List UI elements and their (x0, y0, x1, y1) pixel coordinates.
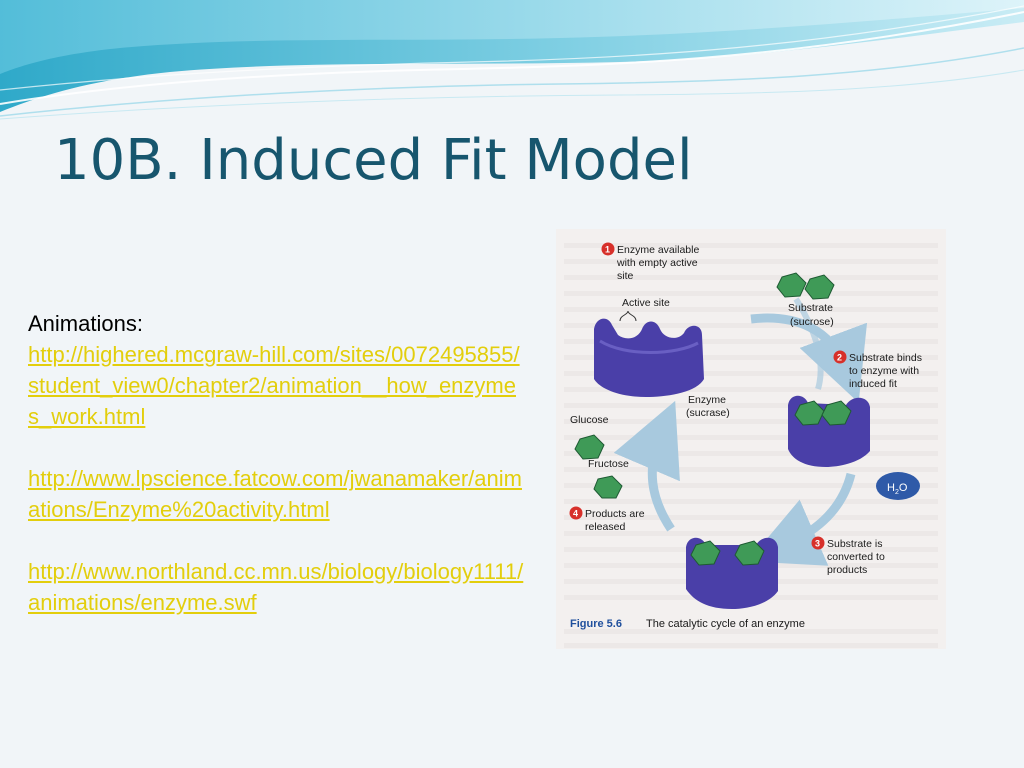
step-3: 3 Substrate is converted to products (811, 536, 885, 576)
glucose-label: Glucose (570, 414, 609, 426)
svg-text:to enzyme with: to enzyme with (849, 365, 919, 377)
substrate-entry-arrow (793, 297, 824, 390)
enzyme-products-shape (686, 537, 778, 609)
step-1: 1 Enzyme available with empty active sit… (601, 242, 699, 282)
figure-number: Figure 5.6 (570, 618, 622, 630)
substrate-label: Substrate (788, 302, 833, 314)
svg-text:2: 2 (837, 353, 842, 363)
cycle-arrow-3-to-4 (613, 400, 680, 532)
svg-text:4: 4 (573, 509, 578, 519)
active-site-bracket (619, 310, 637, 322)
svg-text:products: products (827, 564, 867, 576)
svg-text:1: 1 (605, 245, 610, 255)
substrate-name-label: (sucrose) (790, 316, 834, 328)
svg-text:Enzyme available: Enzyme available (617, 244, 699, 256)
svg-text:with empty active: with empty active (616, 257, 698, 269)
animation-link-northland[interactable]: http://www.northland.cc.mn.us/biology/bi… (28, 559, 524, 615)
step-2: 2 Substrate binds to enzyme with induced… (833, 350, 922, 390)
svg-text:released: released (585, 521, 625, 533)
enzyme-name-label: (sucrase) (686, 407, 730, 419)
spacer (28, 525, 526, 556)
step-4: 4 Products are released (569, 506, 645, 533)
animation-links-block: Animations: http://highered.mcgraw-hill.… (28, 308, 526, 618)
water-molecule: H2O (876, 472, 920, 500)
enzyme-bound-shape (788, 395, 870, 467)
glucose-molecule (574, 434, 605, 460)
svg-text:3: 3 (815, 539, 820, 549)
svg-text:Substrate binds: Substrate binds (849, 352, 922, 364)
svg-text:site: site (617, 270, 634, 282)
spacer (28, 432, 526, 463)
animation-link-mcgraw-hill[interactable]: http://highered.mcgraw-hill.com/sites/00… (28, 342, 520, 429)
wave-header-decoration (0, 0, 1024, 120)
enzyme-label: Enzyme (688, 394, 726, 406)
figure-caption-text: The catalytic cycle of an enzyme (646, 618, 805, 630)
animation-link-lpscience[interactable]: http://www.lpscience.fatcow.com/jwanamak… (28, 466, 522, 522)
enzyme-cycle-figure: H2O Active site Substrate (sucrose) (556, 229, 946, 649)
fructose-molecule (593, 475, 623, 499)
slide-title: 10B. Induced Fit Model (54, 128, 693, 193)
svg-text:converted to: converted to (827, 551, 885, 563)
svg-text:induced fit: induced fit (849, 378, 897, 390)
catalytic-cycle-diagram: H2O Active site Substrate (sucrose) (569, 242, 922, 630)
cycle-arrow-2-to-3 (747, 472, 856, 566)
enzyme-empty-shape (594, 318, 704, 397)
active-site-label: Active site (622, 297, 670, 309)
figure-caption: Figure 5.6 The catalytic cycle of an enz… (570, 618, 805, 630)
svg-text:Substrate is: Substrate is (827, 538, 882, 550)
animations-label: Animations: (28, 311, 143, 336)
fructose-label: Fructose (588, 458, 629, 470)
svg-text:H2O: H2O (887, 482, 908, 496)
substrate-molecule (776, 272, 835, 300)
svg-text:Products are: Products are (585, 508, 645, 520)
